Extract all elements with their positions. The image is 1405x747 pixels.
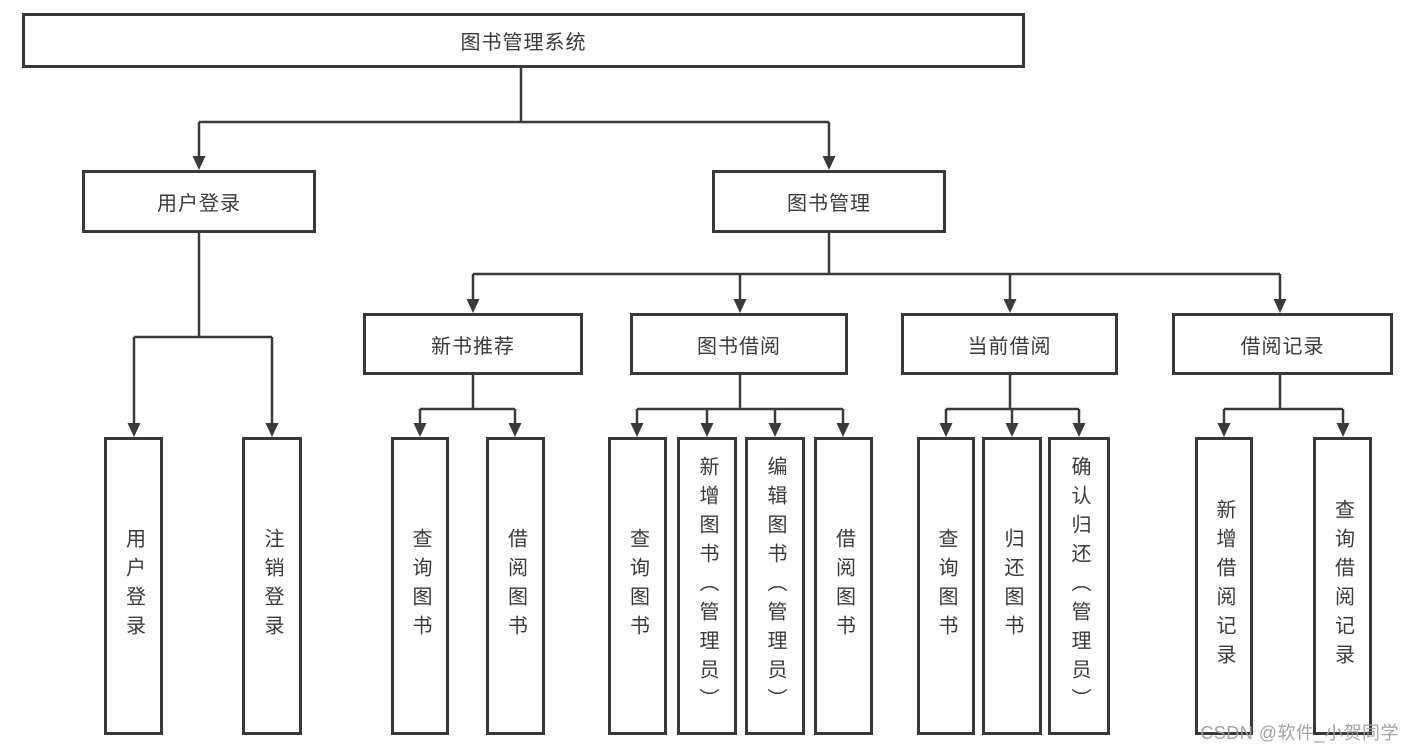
csdn-watermark: CSDN @软件_小贺同学: [1200, 723, 1399, 743]
node-user-login: 用户登录: [82, 170, 316, 233]
node-current-borrowing: 当前借阅: [901, 313, 1118, 375]
leaf-newbook-borrow-book-label: 借阅图书: [504, 528, 527, 644]
leaf-borrowing-edit-book-admin: 编辑图书（管理员）: [745, 437, 805, 735]
leaf-records-query-borrow-record-label: 查询借阅记录: [1331, 499, 1354, 673]
leaf-logout-label: 注销登录: [261, 528, 283, 644]
leaf-current-return-book-label: 归还图书: [1001, 528, 1023, 644]
leaf-records-add-borrow-record-label: 新增借阅记录: [1213, 499, 1235, 673]
leaf-records-query-borrow-record: 查询借阅记录: [1313, 437, 1372, 735]
node-book-management: 图书管理: [712, 170, 946, 233]
leaf-records-add-borrow-record: 新增借阅记录: [1195, 437, 1253, 735]
leaf-current-confirm-return-admin: 确认归还（管理员）: [1048, 437, 1110, 735]
leaf-newbook-query-book-label: 查询图书: [409, 528, 431, 644]
node-book-borrowing: 图书借阅: [630, 313, 848, 375]
leaf-borrowing-query-book-label: 查询图书: [626, 528, 649, 644]
leaf-newbook-borrow-book: 借阅图书: [486, 437, 545, 735]
leaf-borrowing-borrow-book: 借阅图书: [814, 437, 873, 735]
leaf-user-login: 用户登录: [104, 437, 163, 735]
leaf-logout: 注销登录: [242, 437, 302, 735]
leaf-borrowing-edit-book-admin-label: 编辑图书（管理员）: [764, 455, 786, 717]
leaf-current-return-book: 归还图书: [982, 437, 1042, 735]
leaf-current-query-book-label: 查询图书: [935, 528, 957, 644]
node-borrowing-records: 借阅记录: [1172, 313, 1393, 375]
leaf-borrowing-add-book-admin: 新增图书（管理员）: [677, 437, 737, 735]
leaf-borrowing-borrow-book-label: 借阅图书: [832, 528, 855, 644]
node-new-book-recommendation: 新书推荐: [363, 313, 583, 375]
node-library-management-system: 图书管理系统: [22, 13, 1025, 68]
leaf-newbook-query-book: 查询图书: [391, 437, 449, 735]
leaf-user-login-label: 用户登录: [122, 528, 145, 644]
leaf-current-query-book: 查询图书: [917, 437, 975, 735]
leaf-current-confirm-return-admin-label: 确认归还（管理员）: [1068, 455, 1090, 717]
leaf-borrowing-add-book-admin-label: 新增图书（管理员）: [696, 455, 718, 717]
leaf-borrowing-query-book: 查询图书: [608, 437, 667, 735]
